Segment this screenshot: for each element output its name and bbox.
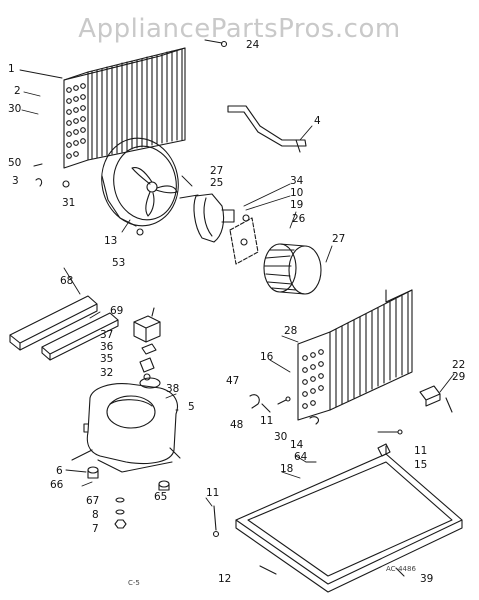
- compressor: [71, 383, 181, 473]
- callout-48: 48: [230, 419, 244, 431]
- callout-37: 37: [100, 329, 114, 341]
- callout-13: 13: [104, 235, 118, 247]
- callout-38: 38: [166, 383, 180, 395]
- callout-3: 3: [12, 175, 19, 187]
- condenser-coil: [297, 289, 413, 421]
- nut-31: [62, 180, 70, 188]
- overload-relay: [133, 307, 161, 343]
- callout-27-top: 27: [210, 165, 224, 177]
- terminal-nut: [143, 373, 151, 381]
- screw-24: [204, 39, 228, 48]
- callout-2: 2: [14, 85, 21, 97]
- grommet-66: [87, 466, 99, 479]
- callout-15: 15: [414, 459, 428, 471]
- callout-47: 47: [226, 375, 240, 387]
- clip-48: [261, 403, 271, 413]
- callout-5: 5: [188, 401, 195, 413]
- callout-19: 19: [290, 199, 304, 211]
- callout-35: 35: [100, 353, 114, 365]
- callout-11-base: 11: [206, 487, 220, 499]
- callout-25: 25: [210, 177, 224, 189]
- connector-22: [419, 385, 453, 413]
- callout-64: 64: [294, 451, 308, 463]
- callout-29: 29: [452, 371, 466, 383]
- clip-50: [33, 163, 43, 167]
- clip-3: [35, 178, 43, 187]
- callout-16: 16: [260, 351, 274, 363]
- fan-motor: [179, 193, 235, 243]
- callout-65: 65: [154, 491, 168, 503]
- blower-bracket: [229, 217, 259, 265]
- callout-30-center: 30: [274, 431, 288, 443]
- callout-36: 36: [100, 341, 114, 353]
- callout-26: 26: [292, 213, 306, 225]
- callout-10: 10: [290, 187, 304, 199]
- bracket-4: [227, 105, 307, 153]
- callout-50: 50: [8, 157, 22, 169]
- callout-22: 22: [452, 359, 466, 371]
- callout-30: 30: [8, 103, 22, 115]
- relay-clip: [141, 343, 157, 355]
- insulation-pad-68: [9, 295, 98, 351]
- spacer-67: [115, 497, 125, 503]
- callout-34: 34: [290, 175, 304, 187]
- callout-4: 4: [314, 115, 321, 127]
- clip-47: [249, 394, 260, 409]
- callout-32: 32: [100, 367, 114, 379]
- callout-11-center: 11: [260, 415, 274, 427]
- washer-8: [115, 509, 125, 515]
- callout-18: 18: [280, 463, 294, 475]
- grommet-65: [158, 480, 170, 491]
- screw-11-base: [212, 505, 220, 538]
- drawing-code: AC-4486: [386, 565, 416, 573]
- insulation-pad-69: [41, 312, 119, 361]
- callout-31: 31: [62, 197, 76, 209]
- clip-14: [309, 416, 319, 425]
- base-pan: [235, 445, 463, 593]
- blower-wheel: [263, 243, 322, 295]
- leader-lines: [19, 69, 455, 507]
- callout-7: 7: [92, 523, 99, 535]
- gasket-38: [139, 377, 161, 389]
- nut-7: [114, 519, 127, 529]
- terminal-cover: [139, 357, 155, 373]
- page-code: C-5: [128, 579, 140, 587]
- callout-68: 68: [60, 275, 74, 287]
- callout-53: 53: [112, 257, 126, 269]
- callout-39: 39: [420, 573, 434, 585]
- nut-19: [242, 214, 250, 222]
- screw-11-center: [277, 396, 291, 405]
- watermark: AppliancePartsPros.com: [78, 14, 401, 44]
- callout-8: 8: [92, 509, 99, 521]
- evaporator-coil: [63, 47, 186, 169]
- callout-67: 67: [86, 495, 100, 507]
- callout-66: 66: [50, 479, 64, 491]
- callout-6: 6: [56, 465, 63, 477]
- callout-28: 28: [284, 325, 298, 337]
- callout-69: 69: [110, 305, 124, 317]
- callout-14: 14: [290, 439, 304, 451]
- retainer-53: [136, 228, 144, 236]
- fan-blade: [101, 137, 179, 227]
- callout-12: 12: [218, 573, 232, 585]
- callout-1: 1: [8, 63, 15, 75]
- callout-11-right: 11: [414, 445, 428, 457]
- callout-27: 27: [332, 233, 346, 245]
- bracket-15: [377, 443, 391, 457]
- callout-24: 24: [246, 39, 260, 51]
- bolt-39: [395, 567, 405, 577]
